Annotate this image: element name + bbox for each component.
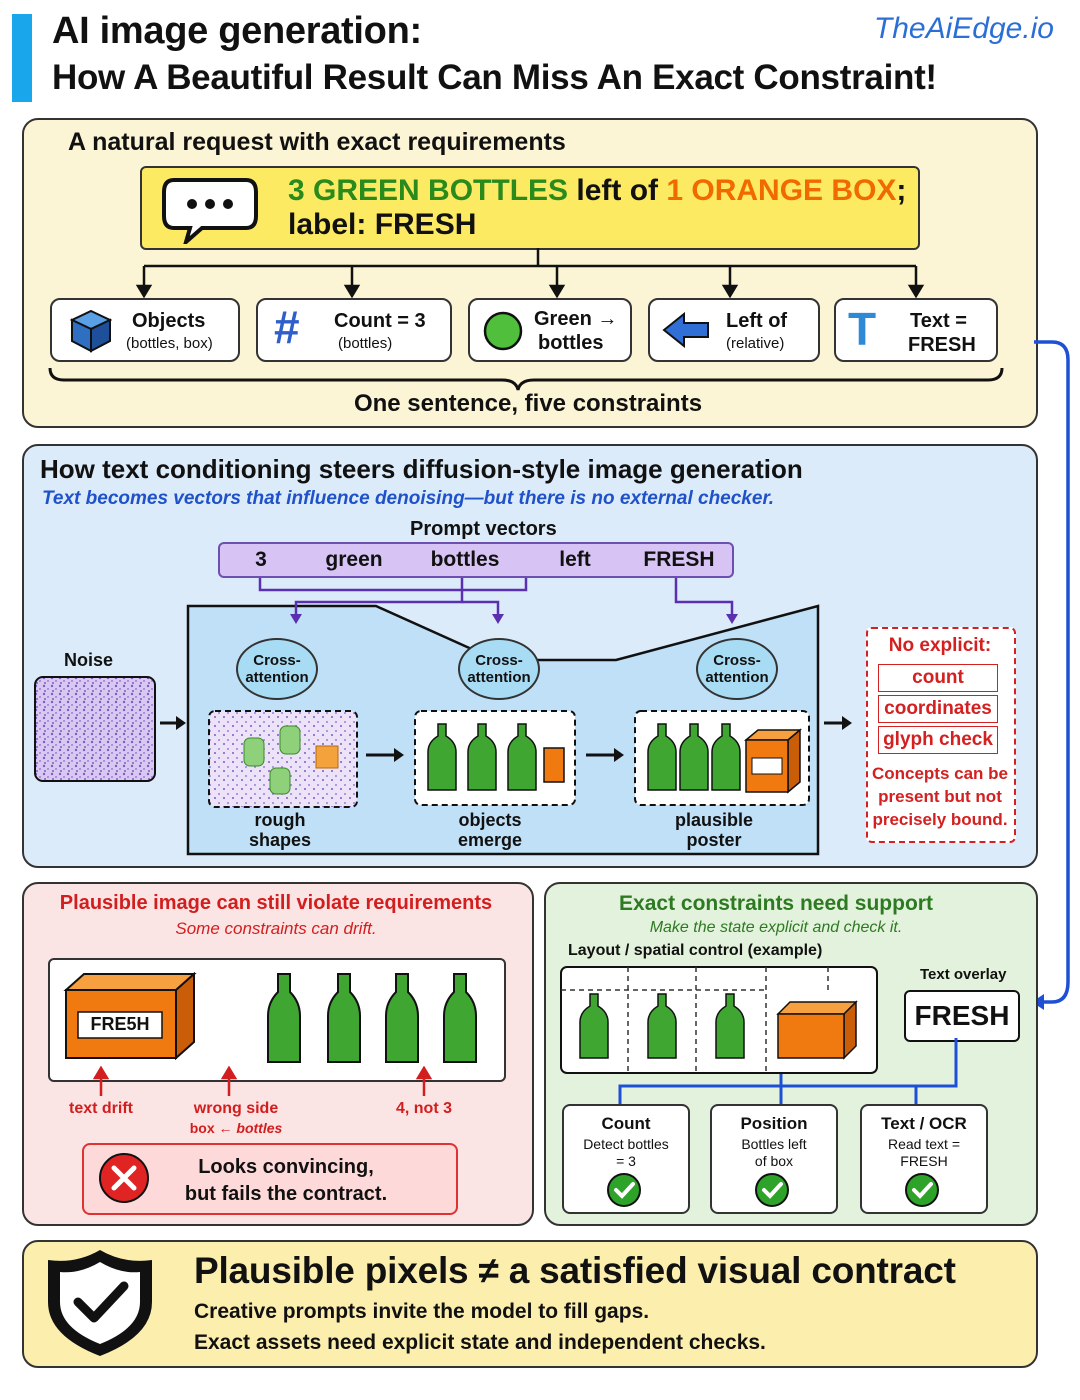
check-title: Count bbox=[601, 1114, 651, 1133]
request-panel-title: A natural request with exact requirement… bbox=[68, 128, 566, 156]
arrow-icon bbox=[160, 716, 186, 730]
no-explicit-item: glyph check bbox=[878, 726, 998, 754]
error-wrong-side: wrong side bbox=[193, 1100, 279, 1117]
arrow-icon bbox=[586, 748, 624, 762]
violation-panel-subtitle: Some constraints can drift. bbox=[175, 919, 377, 938]
arrow-icon bbox=[824, 716, 852, 730]
no-explicit-item: coordinates bbox=[878, 695, 998, 723]
diffusion-panel-title: How text conditioning steers diffusion-s… bbox=[40, 454, 803, 484]
left-arrow-icon bbox=[662, 312, 709, 348]
conclusion-banner bbox=[22, 1240, 1038, 1368]
no-explicit-title: No explicit: bbox=[888, 635, 992, 656]
cross-attention-node: Cross-attention bbox=[236, 638, 318, 700]
cube-icon bbox=[69, 309, 113, 353]
text-overlay-box: FRESH bbox=[904, 990, 1020, 1042]
violation-panel-title: Plausible image can still violate requir… bbox=[59, 892, 493, 914]
constraint-color-title: Green → bbox=[534, 308, 618, 330]
error-wrong-side-detail: box ← bottles bbox=[189, 1120, 283, 1136]
layout-control-label: Layout / spatial control (example) bbox=[568, 942, 823, 959]
plausible-poster-image bbox=[634, 710, 810, 806]
constraint-text-title: Text = bbox=[910, 310, 967, 332]
x-error-icon bbox=[99, 1153, 149, 1203]
check-desc: Read text =FRESH bbox=[888, 1136, 960, 1169]
drifted-label-text: FRE5H bbox=[90, 1014, 150, 1034]
cross-attention-node: Cross-attention bbox=[458, 638, 540, 700]
constraint-color-sub: bottles bbox=[538, 332, 604, 354]
constraint-relation-title: Left of bbox=[726, 310, 788, 332]
error-count: 4, not 3 bbox=[395, 1100, 452, 1117]
conclusion-line-2: Exact assets need explicit state and ind… bbox=[194, 1331, 766, 1354]
layout-grid-image bbox=[560, 966, 878, 1074]
constraint-relation: Left of (relative) bbox=[648, 298, 820, 362]
error-pointer-arrows bbox=[92, 1066, 433, 1096]
check-title: Position bbox=[740, 1114, 808, 1133]
page-subtitle: How A Beautiful Result Can Miss An Exact… bbox=[52, 58, 937, 97]
fail-message: Looks convincing,but fails the contract. bbox=[184, 1156, 388, 1205]
constraint-color: Green → bottles bbox=[468, 298, 632, 362]
constraint-objects: Objects (bottles, box) bbox=[50, 298, 240, 362]
request-relation-text: left of bbox=[568, 174, 667, 207]
text-t-icon: T bbox=[848, 303, 877, 355]
shield-check-icon bbox=[48, 1250, 152, 1356]
overlay-connector-arrow bbox=[1032, 340, 1070, 1010]
request-sentence: 3 GREEN BOTTLES left of 1 ORANGE BOX; la… bbox=[288, 174, 906, 242]
checks-connector bbox=[618, 1038, 958, 1104]
constraints-brace bbox=[48, 367, 1004, 391]
token-fresh: FRESH bbox=[626, 542, 734, 578]
request-bottles-text: 3 GREEN BOTTLES bbox=[288, 174, 569, 207]
brand-label: TheAiEdge.io bbox=[873, 12, 1054, 45]
constraint-count-sub: (bottles) bbox=[338, 335, 393, 352]
cross-attention-node: Cross-attention bbox=[696, 638, 778, 700]
token-bottles: bottles bbox=[406, 542, 526, 578]
constraint-objects-sub: (bottles, box) bbox=[126, 335, 213, 352]
objects-emerge-image bbox=[414, 710, 576, 806]
request-box-text: 1 ORANGE BOX bbox=[666, 174, 897, 207]
error-text-drift: text drift bbox=[69, 1100, 133, 1117]
green-circle-icon bbox=[483, 311, 523, 351]
request-tree-connector bbox=[135, 248, 925, 299]
constraint-text-sub: FRESH bbox=[908, 334, 976, 356]
text-overlay-label: Text overlay bbox=[920, 966, 1007, 983]
speech-bubble-icon bbox=[162, 178, 258, 244]
hash-icon: # bbox=[274, 301, 300, 353]
rough-shapes-image bbox=[208, 710, 358, 808]
noise-image bbox=[34, 676, 156, 782]
constraint-text: T Text = FRESH bbox=[834, 298, 998, 362]
noise-label: Noise bbox=[64, 650, 114, 670]
constraint-relation-sub: (relative) bbox=[726, 335, 785, 352]
check-ok-icon bbox=[905, 1173, 939, 1207]
constraint-count-title: Count = 3 bbox=[334, 310, 426, 332]
check-ok-icon bbox=[607, 1173, 641, 1207]
diffusion-panel-subtitle: Text becomes vectors that influence deno… bbox=[42, 488, 775, 509]
constraints-summary: One sentence, five constraints bbox=[353, 390, 703, 417]
check-title: Text / OCR bbox=[881, 1114, 967, 1133]
arrow-icon bbox=[366, 748, 404, 762]
constraint-objects-title: Objects bbox=[132, 310, 206, 332]
header-accent-bar bbox=[12, 14, 32, 102]
token-3: 3 bbox=[218, 542, 304, 578]
conclusion-title: Plausible pixels ≠ a satisfied visual co… bbox=[194, 1250, 956, 1291]
constraint-count: # Count = 3 (bottles) bbox=[256, 298, 452, 362]
orange-box-image bbox=[63, 971, 197, 1061]
request-label-text: label: FRESH bbox=[288, 208, 477, 241]
token-green: green bbox=[302, 542, 408, 578]
prompt-vectors-label: Prompt vectors bbox=[410, 518, 557, 540]
support-panel-subtitle: Make the state explicit and check it. bbox=[649, 919, 903, 936]
check-ok-icon bbox=[755, 1173, 789, 1207]
token-left: left bbox=[524, 542, 628, 578]
fail-message-box bbox=[82, 1143, 458, 1215]
support-panel-title: Exact constraints need support bbox=[619, 892, 933, 915]
no-explicit-item: count bbox=[878, 664, 998, 692]
request-sentence-box bbox=[140, 166, 920, 250]
page-title: AI image generation: bbox=[52, 10, 422, 52]
check-desc: Detect bottles= 3 bbox=[583, 1136, 669, 1169]
conclusion-line-1: Creative prompts invite the model to fil… bbox=[194, 1300, 650, 1323]
request-semicolon: ; bbox=[896, 174, 907, 207]
four-bottles-image bbox=[267, 973, 477, 1063]
